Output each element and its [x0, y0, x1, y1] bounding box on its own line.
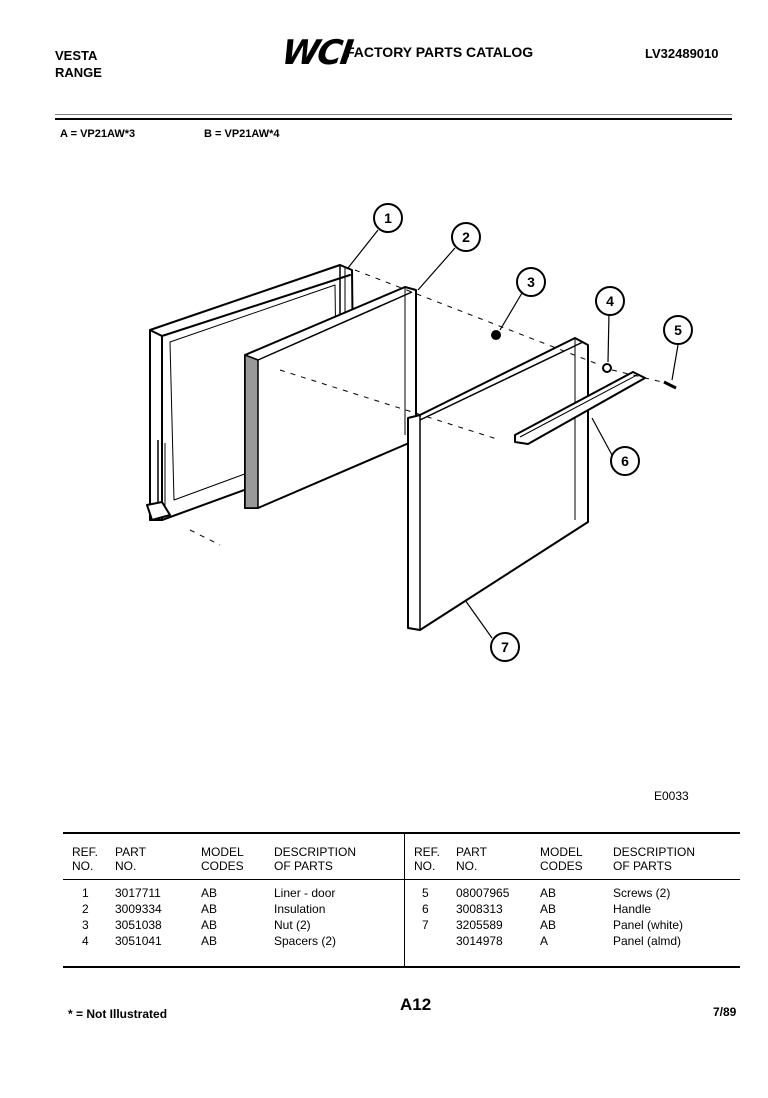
desc-cell: Handle [613, 902, 652, 916]
callout-4: 4 [595, 286, 625, 316]
header-ref: REF.NO. [72, 845, 99, 873]
page-number: A12 [400, 995, 432, 1014]
codes-cell: AB [201, 918, 218, 932]
catalog-number: LV32489010 [645, 46, 719, 61]
not-illustrated-note: * = Not Illustrated [68, 1007, 168, 1021]
callout-2: 2 [451, 222, 481, 252]
ref-cell: 5 [422, 886, 429, 900]
table-divider [404, 834, 405, 966]
svg-text:7: 7 [501, 639, 509, 655]
part-cell: 3009334 [115, 902, 162, 916]
header-ref: REF.NO. [414, 845, 441, 873]
table-row: 3014978 A Panel (almd) [414, 933, 733, 949]
ref-cell: 7 [422, 918, 429, 932]
table-row: 2 3009334 AB Insulation [72, 901, 394, 917]
part-cell: 3014978 [456, 934, 503, 948]
catalog-date: 7/89 [713, 1005, 737, 1019]
product-name: RANGE [55, 65, 102, 80]
svg-text:3: 3 [527, 274, 535, 290]
desc-cell: Panel (almd) [613, 934, 682, 948]
svg-text:6: 6 [621, 453, 629, 469]
ref-cell: 3 [82, 918, 89, 932]
desc-cell: Liner - door [274, 886, 336, 900]
table-row: 5 08007965 AB Screws (2) [414, 885, 733, 901]
part-cell: 08007965 [456, 886, 510, 900]
desc-cell: Spacers (2) [274, 934, 337, 948]
handle-part [514, 371, 646, 445]
part-cell: 3205589 [456, 918, 503, 932]
callout-7: 7 [490, 632, 520, 662]
svg-text:1: 1 [384, 210, 392, 226]
door-panel-part [407, 337, 589, 631]
table-row: 4 3051041 AB Spacers (2) [72, 933, 394, 949]
codes-cell: AB [540, 918, 557, 932]
callout-3: 3 [516, 267, 546, 297]
codes-cell: AB [540, 886, 557, 900]
table-header-rule [63, 879, 740, 880]
table-row: 1 3017711 AB Liner - door [72, 885, 394, 901]
codes-cell: AB [201, 902, 218, 916]
header-brand: VESTA RANGE [55, 47, 102, 81]
ref-cell: 1 [82, 886, 89, 900]
brand-name: VESTA [55, 48, 98, 63]
part-cell: 3051041 [115, 934, 162, 948]
screw-part [663, 380, 677, 390]
insulation-part [244, 286, 417, 509]
table-row: 7 3205589 AB Panel (white) [414, 917, 733, 933]
callout-1: 1 [373, 203, 403, 233]
svg-text:2: 2 [462, 229, 470, 245]
callout-6: 6 [610, 446, 640, 476]
model-a: A = VP21AW*3 [60, 128, 136, 140]
spacer-part [602, 363, 612, 373]
ref-cell: 6 [422, 902, 429, 916]
ref-cell: 2 [82, 902, 89, 916]
codes-cell: AB [540, 902, 557, 916]
header-rule-thin [55, 114, 732, 115]
svg-text:4: 4 [606, 293, 614, 309]
desc-cell: Nut (2) [274, 918, 311, 932]
desc-cell: Insulation [274, 902, 326, 916]
catalog-title: FACTORY PARTS CATALOG [346, 44, 534, 60]
part-cell: 3008313 [456, 902, 503, 916]
codes-cell: AB [201, 934, 218, 948]
table-row: 3 3051038 AB Nut (2) [72, 917, 394, 933]
nut-part [491, 330, 501, 340]
model-b: B = VP21AW*4 [204, 128, 280, 140]
table-bottom-rule [63, 966, 740, 968]
exploded-parts-diagram: 1 2 3 4 5 6 7 [146, 203, 693, 662]
ref-cell [414, 933, 456, 949]
svg-text:5: 5 [674, 322, 682, 338]
part-cell: 3017711 [115, 886, 161, 900]
part-cell: 3051038 [115, 918, 162, 932]
callout-5: 5 [663, 315, 693, 345]
header-rule [55, 118, 732, 120]
codes-cell: AB [201, 886, 218, 900]
figure-code: E0033 [654, 789, 689, 803]
table-row: 6 3008313 AB Handle [414, 901, 733, 917]
ref-cell: 4 [82, 934, 89, 948]
table-top-rule [63, 832, 740, 834]
desc-cell: Panel (white) [613, 918, 684, 932]
codes-cell: A [540, 934, 549, 948]
desc-cell: Screws (2) [613, 886, 671, 900]
wci-logo: WCI [279, 33, 354, 73]
